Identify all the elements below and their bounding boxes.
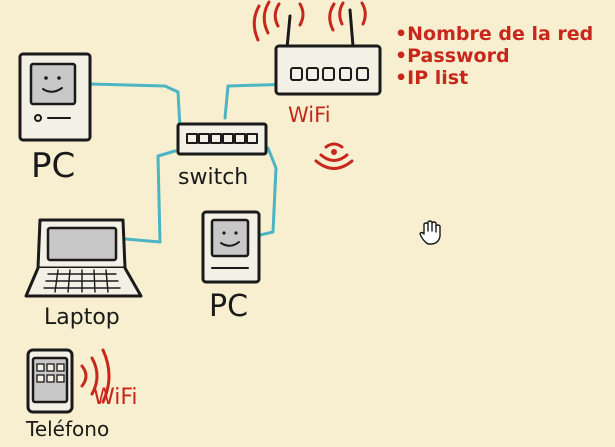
- switch-icon: [176, 122, 268, 156]
- phone-wifi-waves: [80, 348, 111, 404]
- phone-label: Teléfono: [25, 417, 109, 441]
- hand-cursor-icon: [419, 220, 441, 245]
- laptop-icon: [24, 218, 143, 298]
- cable-laptop-switch: [123, 149, 177, 244]
- phone-wifi-label: WiFi: [93, 385, 138, 410]
- laptop-label: Laptop: [44, 305, 120, 330]
- switch-label: switch: [178, 165, 248, 190]
- network-cables: [88, 82, 296, 244]
- note-network-name: •Nombre de la red: [395, 23, 593, 45]
- pc-bottom-label: PC: [209, 289, 248, 324]
- cable-pc-switch: [88, 82, 182, 130]
- router-antenna-waves: [252, 0, 367, 42]
- router-notes: •Nombre de la red •Password •IP list: [395, 23, 593, 89]
- note-password: •Password: [395, 45, 510, 67]
- pc-top-icon: [18, 52, 92, 142]
- router-icon: [274, 8, 382, 96]
- pc-bottom-icon: [201, 210, 261, 284]
- pc-top-label: PC: [31, 146, 75, 186]
- cable-router-switch: [223, 82, 296, 120]
- router-wifi-label: WiFi: [288, 103, 331, 127]
- phone-icon: [26, 348, 74, 414]
- wifi-signal-icon: [314, 142, 354, 170]
- note-ip-list: •IP list: [395, 67, 468, 89]
- pc-top-screen: [29, 62, 77, 106]
